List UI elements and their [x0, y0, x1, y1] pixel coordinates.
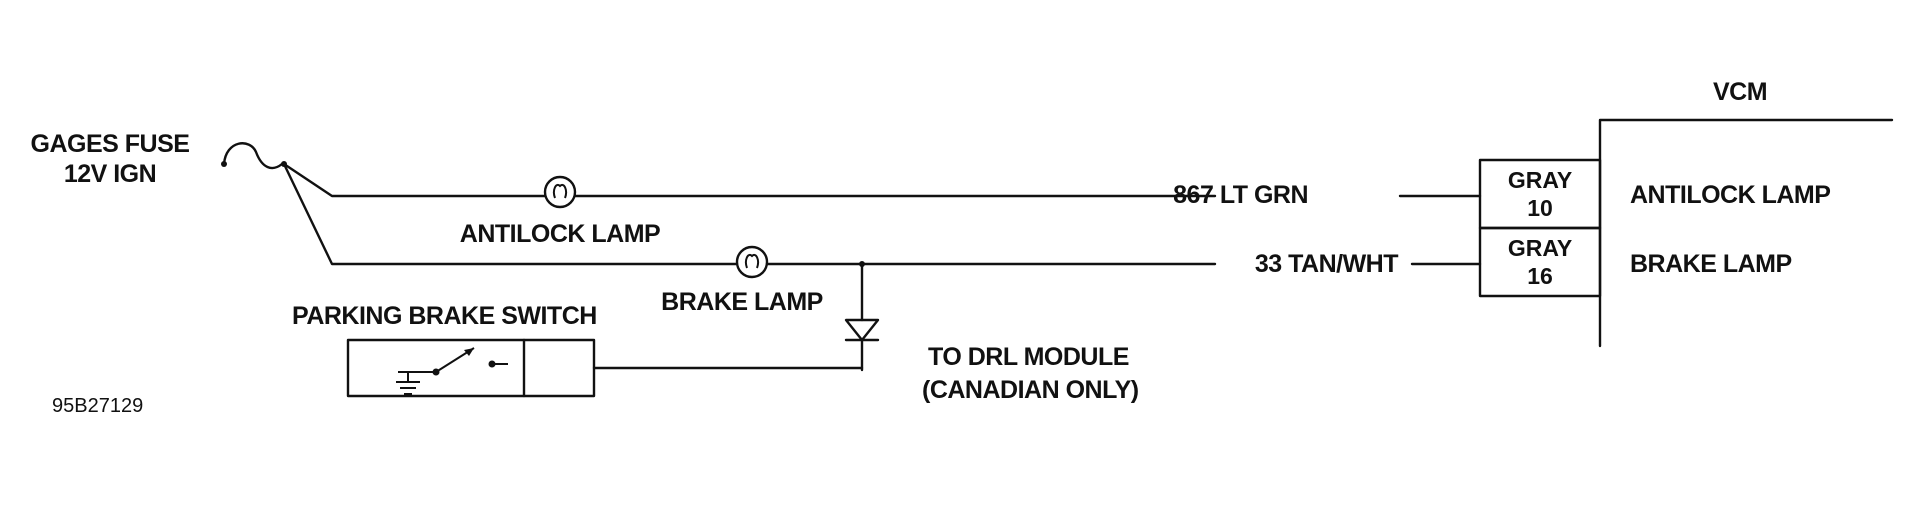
- brake-lamp-label: BRAKE LAMP: [661, 288, 823, 316]
- brake-lamp-icon: [735, 245, 769, 279]
- brake-lamp-circuit: BRAKE LAMP 33 TAN/WHT: [282, 162, 1482, 316]
- switch-housing: [346, 338, 596, 398]
- vcm-title: VCM: [1713, 78, 1767, 106]
- pin-16-function: BRAKE LAMP: [1630, 250, 1792, 278]
- fuse-circuit-label: 12V IGN: [64, 160, 156, 188]
- antilock-lamp-label: ANTILOCK LAMP: [460, 220, 660, 248]
- antilock-wire-label: 867 LT GRN: [1173, 181, 1308, 209]
- antilock-lamp-icon: [543, 175, 577, 209]
- drl-label-line2: (CANADIAN ONLY): [922, 376, 1139, 404]
- drl-label-line1: TO DRL MODULE: [928, 343, 1129, 371]
- gages-fuse: GAGES FUSE 12V IGN: [31, 130, 287, 188]
- antilock-lamp-circuit: ANTILOCK LAMP 867 LT GRN: [282, 162, 1482, 248]
- diode-icon: [844, 318, 880, 342]
- fuse-element-icon: [222, 142, 284, 170]
- pin-10-function: ANTILOCK LAMP: [1630, 181, 1830, 209]
- parking-brake-switch: PARKING BRAKE SWITCH: [292, 302, 864, 398]
- brake-feed-wire: [282, 162, 738, 266]
- figure-id: 95B27129: [52, 395, 143, 417]
- parking-brake-switch-label: PARKING BRAKE SWITCH: [292, 302, 597, 330]
- brake-lamp-filament-icon: [744, 254, 760, 269]
- vcm-boundary: [1598, 118, 1894, 348]
- pin-16-number: 16: [1527, 263, 1553, 289]
- vcm-connector-pin-16: [1478, 226, 1602, 298]
- vcm-module: VCM GRAY 10 ANTILOCK LAMP GRAY 16 BRAKE …: [1478, 78, 1894, 348]
- drl-diode-branch: TO DRL MODULE (CANADIAN ONLY): [844, 262, 1139, 404]
- fuse-name-label: GAGES FUSE: [31, 130, 190, 158]
- pin-10-color: GRAY: [1508, 167, 1572, 193]
- antilock-feed-wire: [282, 162, 547, 198]
- pin-10-number: 10: [1527, 195, 1553, 221]
- antilock-lamp-filament-icon: [552, 184, 568, 199]
- brake-wire-label: 33 TAN/WHT: [1255, 250, 1398, 278]
- ground-icon: [396, 371, 420, 395]
- pin-16-color: GRAY: [1508, 235, 1572, 261]
- switch-arrow-icon: [464, 348, 474, 356]
